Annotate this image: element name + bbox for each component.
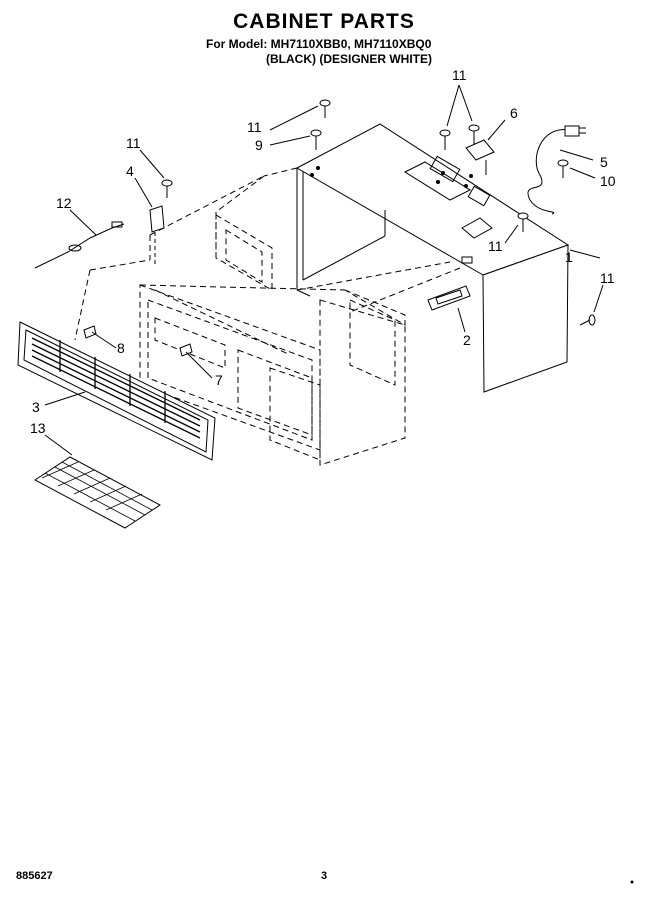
wire-part-12 (34, 221, 125, 269)
callout-3: 3 (32, 399, 40, 415)
power-cord-part-5 (527, 125, 586, 215)
callout-11-a: 11 (247, 119, 262, 135)
callout-13: 13 (30, 420, 46, 436)
screw-icon (310, 129, 322, 150)
document-number: 885627 (16, 870, 53, 882)
page-number: 3 (321, 870, 328, 882)
model-line: For Model: MH7110XBB0, MH7110XBQ0 (206, 37, 432, 51)
vent-grille-part-3 (17, 321, 216, 461)
filter-part-13 (34, 456, 161, 529)
screw-icon (517, 212, 529, 232)
callout-2: 2 (463, 332, 471, 348)
screw-icon (579, 314, 596, 326)
corner-mark (630, 880, 634, 884)
screw-icon (468, 124, 480, 145)
screw-icon (161, 179, 173, 198)
callout-5: 5 (600, 154, 608, 170)
callout-6: 6 (510, 105, 518, 121)
side-bracket-part-2 (427, 285, 471, 311)
color-line: (BLACK) (DESIGNER WHITE) (266, 52, 432, 66)
callout-12: 12 (56, 195, 72, 211)
callout-11-d: 11 (488, 238, 503, 254)
screw-icon (439, 129, 451, 150)
callout-4: 4 (126, 163, 134, 179)
callout-9: 9 (255, 137, 263, 153)
callout-numbers: 1 2 3 4 5 6 7 8 9 10 11 11 11 11 11 12 1… (30, 67, 616, 436)
callout-1: 1 (565, 249, 573, 265)
callout-7: 7 (215, 372, 223, 388)
callout-11-b: 11 (452, 67, 467, 83)
plate-part-6 (465, 139, 495, 161)
page-title: CABINET PARTS (233, 10, 415, 33)
leader-lines (44, 84, 604, 456)
callout-8: 8 (117, 340, 125, 356)
screw-icons (161, 99, 596, 326)
callout-11-c: 11 (126, 135, 141, 151)
latch-part-8 (83, 325, 97, 339)
cabinet-wrapper-part (295, 123, 570, 393)
clip-part-4 (149, 205, 165, 265)
callout-10: 10 (600, 173, 616, 189)
screw-icon (319, 99, 331, 118)
screw-icon (557, 159, 569, 178)
inner-frame-dashed (74, 167, 461, 466)
callout-11-e: 11 (600, 270, 615, 286)
latch-part-7 (179, 343, 193, 357)
